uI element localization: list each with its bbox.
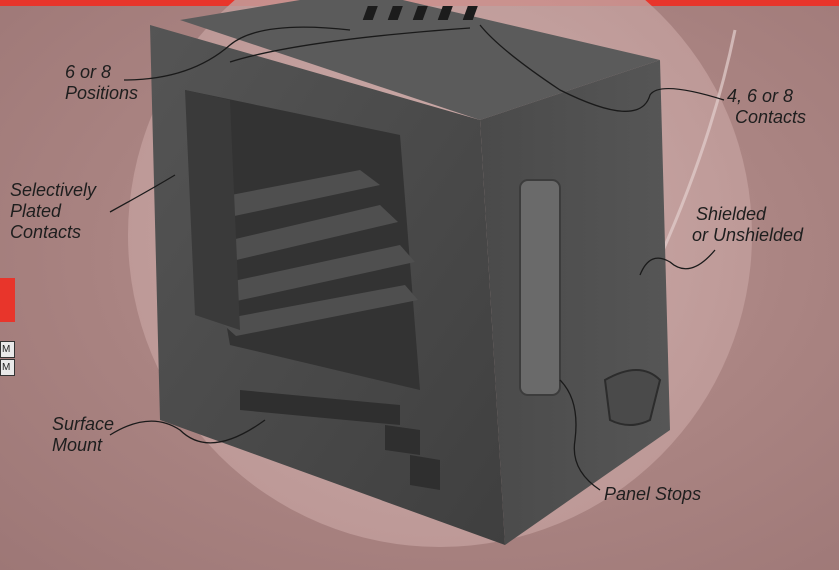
label-contacts: 4, 6 or 8 Contacts bbox=[727, 86, 806, 128]
label-positions: 6 or 8 Positions bbox=[65, 62, 138, 104]
label-panel: Panel Stops bbox=[604, 484, 701, 505]
leader-surface bbox=[109, 419, 266, 444]
inner-wall bbox=[185, 90, 240, 330]
label-positions-line1: 6 or 8 bbox=[65, 62, 112, 82]
mount-peg bbox=[603, 369, 662, 426]
contact-slats bbox=[205, 170, 418, 336]
label-plated-line2: Plated bbox=[10, 201, 62, 221]
leader-positions-2 bbox=[229, 27, 471, 63]
contact-comb bbox=[362, 6, 478, 20]
label-contacts-line1: 4, 6 or 8 bbox=[727, 86, 794, 106]
leader-contacts bbox=[479, 24, 725, 112]
label-contacts-line2: Contacts bbox=[735, 107, 807, 127]
label-panel-line1: Panel Stops bbox=[604, 484, 702, 504]
leader-shielded bbox=[639, 249, 716, 276]
side-red-block bbox=[0, 278, 15, 322]
label-plated-line3: Contacts bbox=[10, 222, 82, 242]
edge-tab-2: M bbox=[0, 359, 15, 376]
label-shielded-line2: or Unshielded bbox=[692, 225, 804, 245]
leader-positions bbox=[123, 26, 351, 81]
edge-tab-1: M bbox=[0, 341, 15, 358]
label-surface-line1: Surface bbox=[52, 414, 115, 434]
label-surface-line2: Mount bbox=[52, 435, 103, 455]
label-plated: Selectively Plated Contacts bbox=[10, 180, 96, 243]
label-surface: Surface Mount bbox=[52, 414, 114, 456]
leader-panel bbox=[559, 379, 601, 491]
leader-plated bbox=[109, 174, 176, 213]
label-positions-line2: Positions bbox=[65, 83, 139, 103]
leader-lines bbox=[109, 24, 725, 491]
panel-stop-bar bbox=[519, 179, 561, 396]
label-shielded: Shielded or Unshielded bbox=[692, 204, 803, 246]
label-shielded-line1: Shielded bbox=[696, 204, 767, 224]
label-plated-line1: Selectively bbox=[10, 180, 97, 200]
stepped-base bbox=[240, 390, 440, 490]
jack-top-face bbox=[180, 0, 660, 120]
